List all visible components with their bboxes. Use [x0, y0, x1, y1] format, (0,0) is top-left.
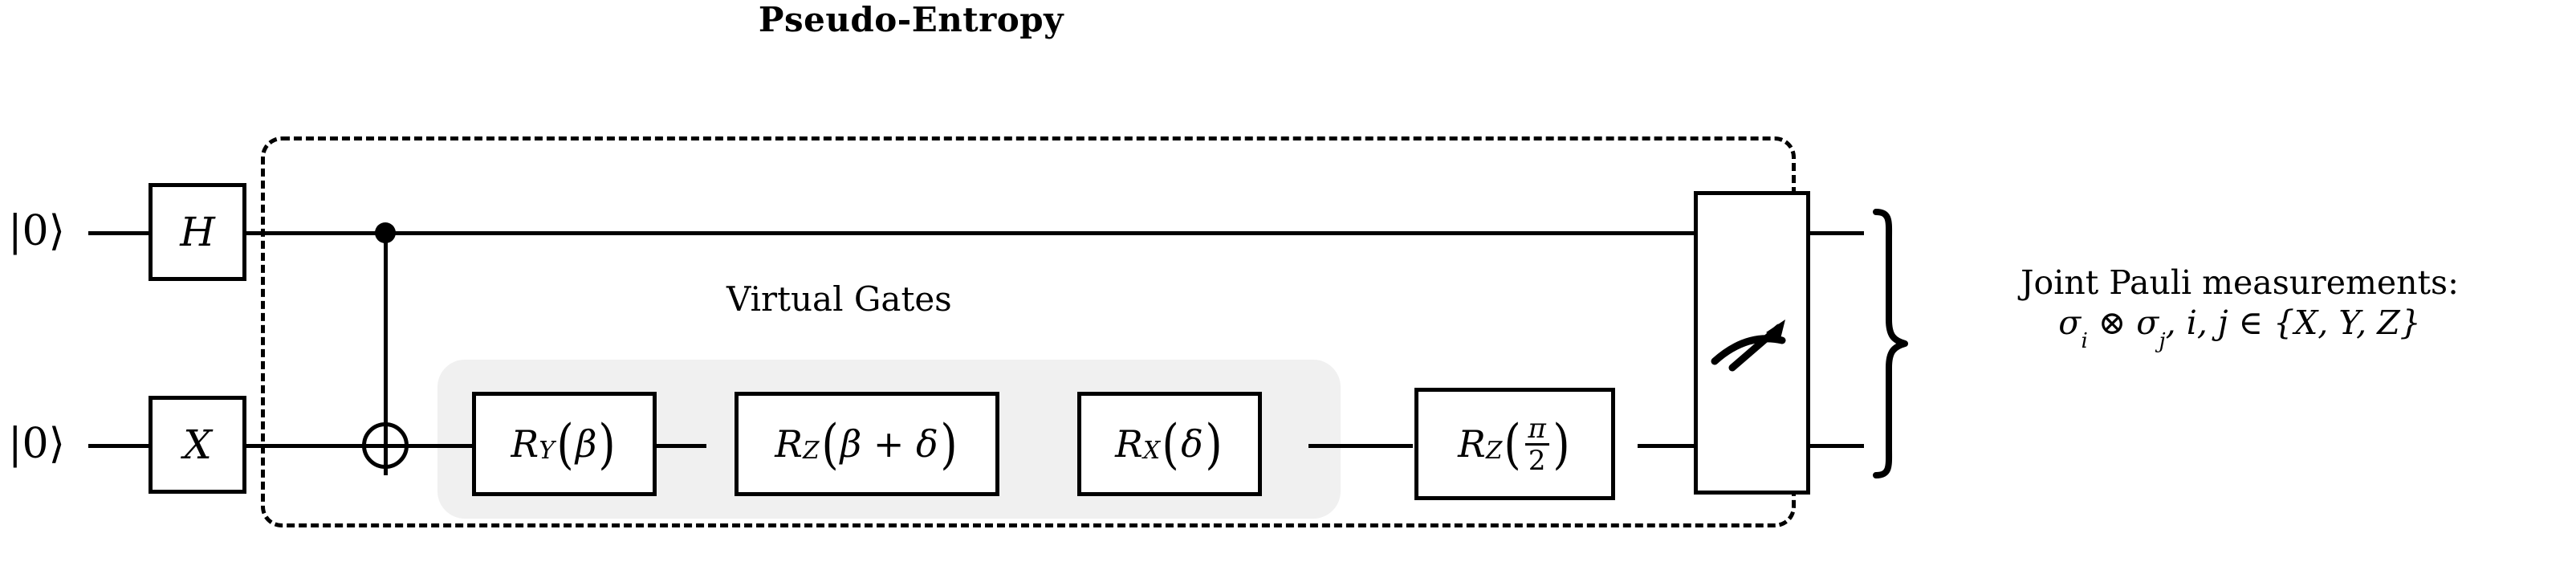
gate-rz2-numerator: π — [1528, 412, 1546, 445]
gate-rx-arg: δ — [1181, 421, 1203, 466]
joint-pauli-annotation: Joint Pauli measurements: σi ⊗ σj, i, j … — [1919, 263, 2561, 354]
gate-pauli-x-qubit-1[interactable]: X — [149, 396, 246, 494]
meter-gauge-icon — [1711, 320, 1785, 372]
joint-measurement-box[interactable] — [1694, 191, 1810, 495]
control-dot-icon — [375, 222, 396, 243]
gate-ry-subscript: Y — [539, 437, 555, 465]
wire-qubit-0-segment-main — [245, 231, 1694, 235]
page-title: Pseudo-Entropy — [758, 0, 1064, 39]
wire-qubit-1-segment-e — [1638, 444, 1695, 448]
gate-rx-subscript: X — [1143, 437, 1161, 465]
gate-hadamard-qubit-0[interactable]: H — [149, 183, 246, 281]
gate-rz2-denominator: 2 — [1524, 443, 1549, 474]
xor-target-icon — [356, 416, 415, 475]
gate-rz1-subscript: Z — [803, 437, 820, 465]
gate-rz2-subscript: Z — [1486, 437, 1503, 465]
wire-qubit-0-segment-out — [1806, 231, 1864, 235]
wire-qubit-1-segment-in — [88, 444, 151, 448]
right-curly-brace-icon — [1873, 209, 1908, 478]
wire-qubit-1-segment-d — [1308, 444, 1413, 448]
qubit-0-ket-label: |0⟩ — [8, 207, 65, 255]
cnot-vertical-link — [384, 233, 388, 446]
annotation-line-1: Joint Pauli measurements: — [2021, 263, 2459, 302]
gate-rz1-arg: β + δ — [840, 421, 938, 466]
annotation-line-2: σi ⊗ σj, i, j ∈ {X, Y, Z} — [2058, 303, 2421, 354]
gate-ry-arg: β — [575, 421, 597, 466]
virtual-gates-label: Virtual Gates — [726, 279, 952, 319]
gate-pauli-x-label: X — [183, 421, 212, 468]
wire-qubit-1-segment-out — [1806, 444, 1864, 448]
qubit-1-ket-label: |0⟩ — [8, 420, 65, 468]
wire-qubit-0-segment-in — [88, 231, 151, 235]
gate-hadamard-label: H — [180, 209, 215, 255]
